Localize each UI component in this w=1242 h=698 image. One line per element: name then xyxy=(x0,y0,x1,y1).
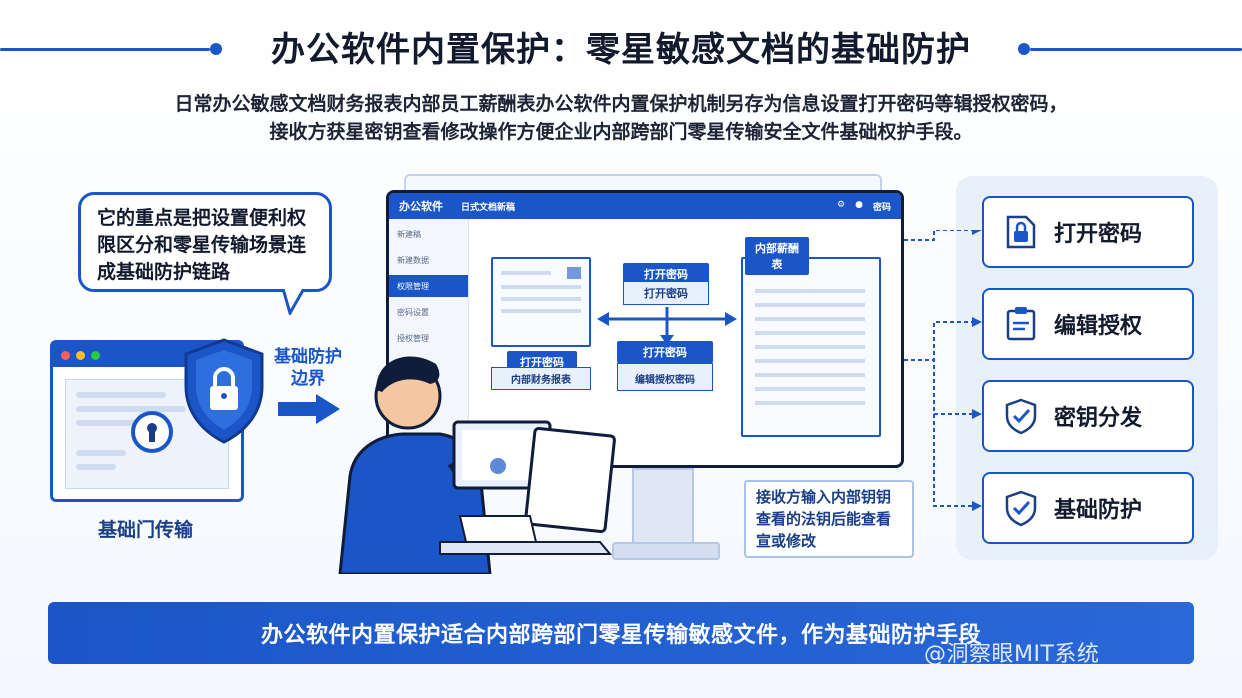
keyhole-icon xyxy=(131,411,173,453)
page-title: 办公软件内置保护：零星敏感文档的基础防护 xyxy=(271,30,971,70)
lock-shield-icon xyxy=(184,338,264,444)
right-arrow-icon xyxy=(278,394,340,424)
window-caption: 基础门传输 xyxy=(98,519,194,541)
shield-key-icon xyxy=(1005,398,1037,435)
tag-doc-right: 内部薪酬表 xyxy=(745,237,809,275)
connector-lines xyxy=(904,230,982,511)
window-min-dot xyxy=(76,350,85,360)
subtitle-line-1: 日常办公敏感文档财务报表内部员工薪酬表办公软件内置保护机制另存为信息设置打开密码… xyxy=(174,93,1068,115)
receiver-callout: 接收方输入内部钥钥查看的法钥后能查看宣或修改 xyxy=(744,480,914,558)
tag-open-password-top-2: 打开密码 xyxy=(623,281,709,305)
app-main: 打开密码 打开密码 内部薪酬表 打开密码 内部财务报表 打开密码 编辑授权密码 xyxy=(469,219,901,465)
doc-right xyxy=(741,257,881,437)
card-label: 密钥分发 xyxy=(1054,406,1143,431)
speech-bubble-tail xyxy=(280,285,308,315)
tag-left-sub: 内部财务报表 xyxy=(491,367,591,390)
speech-bubble: 它的重点是把设置便利权限区分和零星传输场景连成基础防护链路 xyxy=(78,192,332,292)
monitor-stand xyxy=(632,468,694,548)
app-right-label[interactable]: 密码 xyxy=(872,202,891,213)
document-lock-icon xyxy=(1006,215,1036,249)
sidebar-item-active[interactable]: 权限管理 xyxy=(389,275,468,297)
sidebar-item[interactable]: 授权管理 xyxy=(397,333,429,343)
card-label: 基础防护 xyxy=(1054,498,1143,523)
card-label: 编辑授权 xyxy=(1054,314,1143,339)
tag-open-password-mid: 打开密码 xyxy=(617,341,713,363)
tag-mid-sub: 编辑授权密码 xyxy=(617,363,713,391)
card-edit-auth[interactable]: 编辑授权 xyxy=(982,288,1194,360)
card-open-password[interactable]: 打开密码 xyxy=(982,196,1194,268)
subtitle-line-2: 接收方获星密钥查看修改操作方便企业内部跨部门零星传输安全文件基础权护手段。 xyxy=(269,121,973,143)
boundary-label: 基础防护边界 xyxy=(274,347,342,389)
doc-left xyxy=(491,257,591,347)
sidebar-item[interactable]: 密码设置 xyxy=(397,307,429,317)
clipboard-edit-icon xyxy=(1006,307,1036,341)
sidebar-item[interactable]: 新建数据 xyxy=(397,255,429,265)
card-key-distribution[interactable]: 密钥分发 xyxy=(982,380,1194,452)
tag-open-password-top: 打开密码 xyxy=(623,263,709,285)
app-menu[interactable]: 日式文档新稿 xyxy=(461,202,516,213)
flow-arrows-icon xyxy=(597,307,737,345)
title-line-left xyxy=(0,48,210,51)
window-max-dot xyxy=(91,350,100,360)
shield-check-icon xyxy=(1005,490,1037,527)
sidebar-item[interactable]: 新建稿 xyxy=(397,229,421,239)
title-dot-left xyxy=(210,43,222,55)
card-basic-protection[interactable]: 基础防护 xyxy=(982,472,1194,544)
app-toolbar-right: ⚙ ● 密码 xyxy=(837,200,891,213)
app-toolbar: 办公软件 日式文档新稿 ⚙ ● 密码 xyxy=(389,193,901,219)
app-name: 办公软件 xyxy=(399,200,443,213)
user-icon[interactable]: ● xyxy=(855,199,863,210)
window-close-dot xyxy=(61,350,70,360)
title-line-right xyxy=(1030,48,1242,51)
settings-icon[interactable]: ⚙ xyxy=(837,199,846,210)
title-dot-right xyxy=(1018,43,1030,55)
summary-banner: 办公软件内置保护适合内部跨部门零星传输敏感文件，作为基础防护手段 xyxy=(48,602,1194,664)
watermark-text: @洞察眼MIT系统 xyxy=(924,642,1100,667)
card-label: 打开密码 xyxy=(1054,222,1143,247)
monitor-base xyxy=(612,542,720,560)
person-illustration xyxy=(338,356,616,574)
